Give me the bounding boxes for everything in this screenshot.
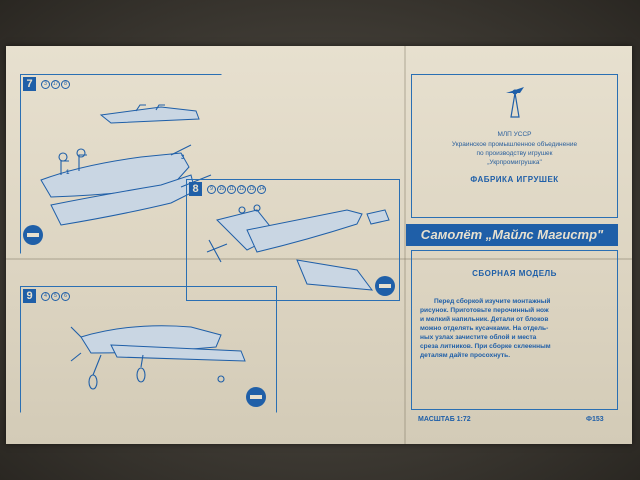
fold-line-vertical [404, 46, 406, 444]
org-line-3: „Укрпромигрушка" [487, 159, 542, 166]
part-badge: 10 [217, 185, 226, 194]
catalog-code: Ф153 [586, 416, 604, 423]
part-label-2: 3 [181, 155, 185, 161]
fold-line-horizontal [6, 258, 632, 260]
glue-icon [23, 225, 43, 245]
glue-icon [375, 276, 395, 296]
fuselage-assembly-drawing [40, 104, 212, 226]
publisher-panel: МЛП УССР Украинское промышленное объедин… [411, 74, 618, 218]
product-title: Самолёт „Майлс Магистр" [406, 224, 618, 246]
landing-gear-drawing [70, 325, 246, 390]
scale-text: МАСШТАБ 1:72 [418, 416, 471, 423]
part-badge: 4 [41, 292, 50, 301]
part-badge: 12 [237, 185, 246, 194]
factory-logo-icon [506, 87, 524, 118]
wing-assembly-drawing [206, 204, 390, 291]
factory-title: ФАБРИКА ИГРУШЕК [470, 175, 559, 184]
step-7-parts: 3 17 8 [41, 80, 70, 89]
step-7-panel: 7 3 17 8 1 3 [20, 74, 222, 254]
instruction-sheet: 7 3 17 8 1 3 8 9 10 11 12 13 14 [6, 46, 632, 444]
step-9-panel: 9 4 5 6 [20, 286, 277, 413]
part-badge: 8 [61, 80, 70, 89]
part-badge: 6 [61, 292, 70, 301]
assembly-instructions: Перед сборкой изучите монтажный рисунок.… [420, 298, 551, 359]
part-badge: 13 [247, 185, 256, 194]
part-badge: 17 [51, 80, 60, 89]
part-badge: 3 [41, 80, 50, 89]
ministry-text: МЛП УССР [497, 131, 532, 138]
part-badge: 11 [227, 185, 236, 194]
step-8-parts: 9 10 11 12 13 14 [207, 185, 266, 194]
assembly-panel: СБОРНАЯ МОДЕЛЬ Перед сборкой изучите мон… [411, 250, 618, 410]
part-label-1: 1 [66, 170, 70, 176]
step-8-number: 8 [189, 182, 202, 196]
step-9-parts: 4 5 6 [41, 292, 70, 301]
part-badge: 14 [257, 185, 266, 194]
step-7-number: 7 [23, 77, 36, 91]
org-line-1: Украинское промышленное объединение [451, 141, 578, 148]
step-8-panel: 8 9 10 11 12 13 14 [186, 179, 400, 301]
step-9-number: 9 [23, 289, 36, 303]
org-line-2: по производству игрушек [476, 150, 553, 157]
assembly-heading: СБОРНАЯ МОДЕЛЬ [472, 269, 557, 278]
part-badge: 9 [207, 185, 216, 194]
glue-icon [246, 387, 266, 407]
part-badge: 5 [51, 292, 60, 301]
